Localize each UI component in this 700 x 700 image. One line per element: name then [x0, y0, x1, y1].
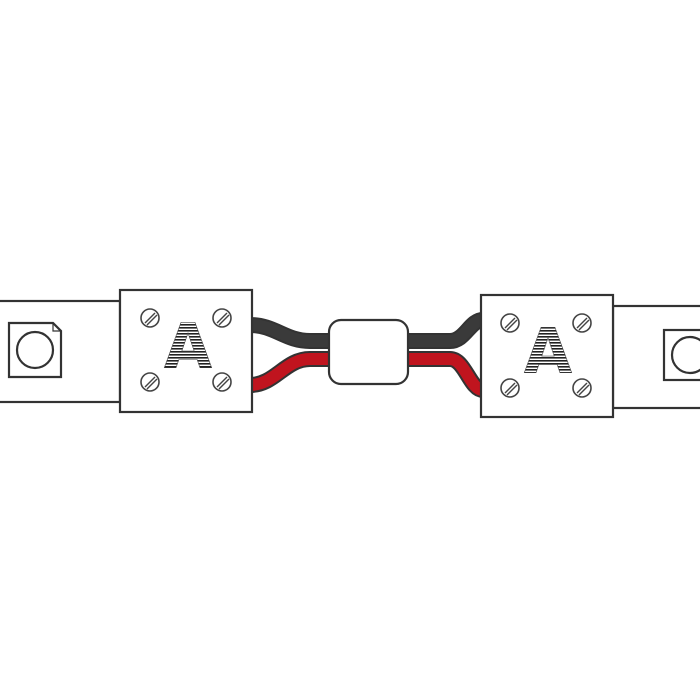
wire-splice-housing: [327, 318, 410, 386]
left-led-strip: [0, 299, 122, 404]
right-led-strip: [611, 304, 700, 410]
screw-icon: [140, 308, 160, 328]
screw-icon: [572, 313, 592, 333]
screw-icon: [500, 378, 520, 398]
connector-label: A: [164, 310, 212, 383]
screw-icon: [572, 378, 592, 398]
connector-label: A: [524, 315, 572, 388]
left-connector: A: [118, 288, 254, 414]
screw-icon: [212, 308, 232, 328]
wires: [249, 312, 486, 398]
screw-icon: [212, 372, 232, 392]
screw-icon: [140, 372, 160, 392]
right-connector: A: [479, 293, 615, 419]
screw-icon: [500, 313, 520, 333]
